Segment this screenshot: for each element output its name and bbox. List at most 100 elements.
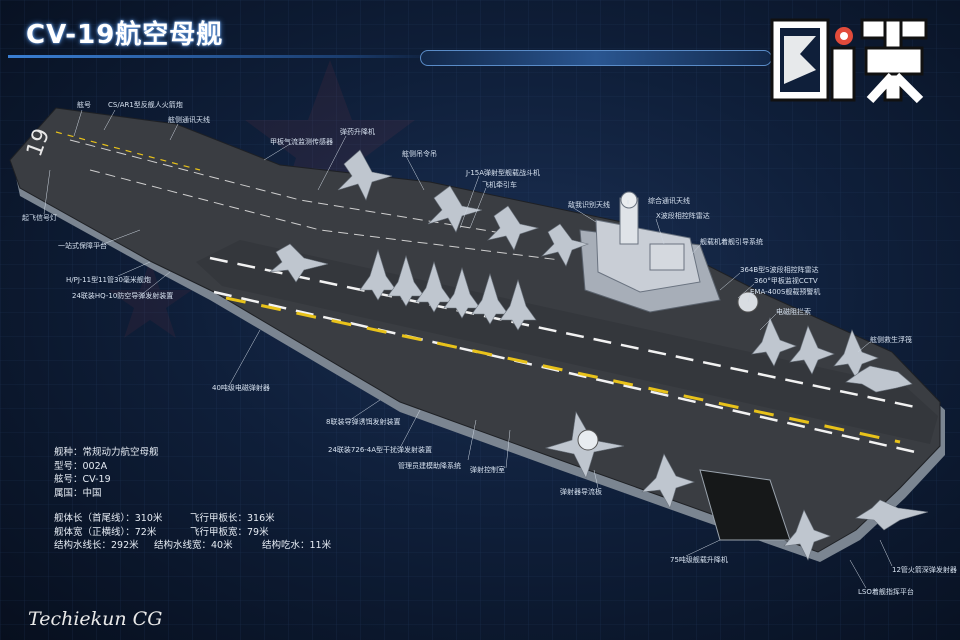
- spec-table: 舰种：常规动力航空母舰 型号：002A 舷号：CV-19 属国：中国 舰体长（首…: [54, 446, 331, 553]
- label-fireman: 弹射器导流板: [560, 488, 602, 496]
- spec-row-waterline: 结构水线长：292米结构水线宽：40米结构吃水：11米: [54, 539, 331, 553]
- aircraft-parked-2: [387, 254, 425, 307]
- aircraft-parked-5: [471, 272, 509, 325]
- runway-edge-left: [209, 256, 921, 410]
- spec-nation-label: 属国：: [54, 487, 83, 499]
- spec-length-label: 舰体长（首尾线）：: [54, 513, 135, 524]
- background-star: [245, 60, 415, 220]
- label-hull-no: 舷号: [77, 101, 91, 109]
- awacs-radome: [577, 429, 599, 451]
- spec-deck-len-value: 316米: [247, 513, 275, 524]
- label-ejector-sys: 管理员建模助降系统: [398, 462, 461, 470]
- aircraft-stern-2: [789, 325, 835, 375]
- label-launcher8: 8联装导弹诱饵发射装置: [326, 418, 401, 426]
- spec-type-label: 舰种：: [54, 447, 83, 458]
- artist-credit: Techiekun CG: [28, 608, 163, 630]
- bow-centerline: [55, 131, 201, 171]
- label-side-crane: 舷侧吊令吊: [402, 150, 437, 158]
- aircraft-j15-5: [269, 243, 329, 283]
- aircraft-stern-4: [845, 365, 913, 393]
- spec-row-length: 舰体长（首尾线）：310米飞行甲板长：316米: [54, 512, 331, 526]
- label-type726: 24联装726-4A型干扰弹发射装置: [328, 446, 433, 454]
- label-guidance: 舰载机着舰引导系统: [700, 238, 763, 246]
- aircraft-aft-3: [855, 499, 929, 531]
- spec-row-width: 舰体宽（正横线）：72米飞行甲板宽：79米: [54, 526, 331, 540]
- runway-centerline: [225, 296, 901, 444]
- spec-nation-value: 中国: [82, 487, 102, 499]
- aircraft-j15-1: [337, 149, 393, 201]
- aircraft-stern-1: [751, 317, 797, 367]
- spec-width-value: 72米: [134, 526, 157, 538]
- label-deflector: 弹射控制室: [470, 466, 505, 474]
- island-radome: [620, 191, 638, 209]
- aircraft-parked-4: [443, 266, 481, 319]
- catapult-line-1: [69, 139, 521, 237]
- aircraft-parked-6: [499, 278, 537, 331]
- aircraft-j15-3: [487, 205, 540, 251]
- spec-hull-value: CV-19: [82, 474, 111, 485]
- spec-wl-wid-label: 结构水线宽：: [154, 540, 212, 551]
- label-liferaft: 舷侧救生浮筏: [870, 336, 912, 344]
- label-iff-antenna: 敌我识别天线: [568, 201, 610, 209]
- label-cctv: 360°甲板监视CCTV: [754, 277, 818, 285]
- spec-wl-len: 结构水线长：292米: [54, 539, 154, 553]
- spec-deck-wid-value: 79米: [247, 526, 269, 538]
- spec-wl-len-value: 292米: [111, 540, 139, 551]
- page-title: CV-19航空母舰: [26, 20, 224, 50]
- label-lso: LSO着舰指挥平台: [858, 588, 914, 596]
- label-type364: 364B型S波段相控阵雷达: [740, 266, 819, 274]
- tujian-logo: [770, 18, 928, 104]
- label-em-catapult: 电磁阻拦索: [776, 308, 811, 316]
- spec-draft-label: 结构吃水：: [262, 540, 310, 551]
- label-deck-sensor: 甲板气流监测传感器: [270, 138, 333, 146]
- spec-length-value: 310米: [134, 513, 163, 524]
- aircraft-j15-2: [427, 185, 483, 233]
- label-cs-ar1: CS/AR1型反舰人火箭炮: [108, 101, 183, 109]
- leader-lines: [43, 109, 893, 589]
- label-x-radar: X波段相控阵雷达: [656, 212, 710, 220]
- label-em-cat40: 40吨级电磁弹射器: [212, 384, 270, 392]
- spec-wl-wid: 结构水线宽：40米: [154, 539, 262, 553]
- spec-hull-label: 舷号：: [54, 474, 83, 485]
- aircraft-parked-3: [415, 260, 453, 313]
- aircraft-group: [269, 149, 929, 561]
- spec-wl-wid-value: 40米: [211, 540, 233, 551]
- spec-length: 舰体长（首尾线）：310米: [54, 512, 190, 526]
- label-tow-tractor: 飞机牵引车: [482, 181, 517, 189]
- label-comms-antenna: 综合通讯天线: [648, 197, 690, 205]
- label-j15a: J-15A弹射型舰载战斗机: [466, 169, 541, 177]
- spec-row-type: 舰种：常规动力航空母舰: [54, 446, 331, 460]
- spec-row-model: 型号：002A: [54, 460, 331, 474]
- spec-type-value: 常规动力航空母舰: [82, 447, 159, 458]
- background-star-small: [108, 260, 192, 338]
- x-band-radar-panel: [649, 243, 685, 271]
- label-ema400: EMA-400S舰载预警机: [750, 288, 821, 296]
- label-elevator75: 75吨级舰载升降机: [670, 556, 728, 564]
- label-side-antenna: 舷侧通讯天线: [168, 116, 210, 124]
- spec-gap: [54, 500, 331, 512]
- title-underline: [8, 55, 438, 58]
- spec-model-value: 002A: [82, 460, 108, 472]
- label-hq10-launcher: 24联装HQ-10防空导弹发射装置: [72, 292, 174, 300]
- aircraft-j15-4: [541, 223, 590, 267]
- label-hq10-radar: H/PJ-11型11管30毫米舰炮: [66, 276, 151, 284]
- label-torpedo12: 12管火箭深弹发射器: [892, 566, 957, 574]
- spec-wl-len-label: 结构水线长：: [54, 540, 112, 551]
- spec-row-nation: 属国：中国: [54, 487, 331, 501]
- aircraft-aft-1: [641, 453, 695, 509]
- spec-row-hull: 舷号：CV-19: [54, 473, 331, 487]
- spec-deck-wid-label: 飞行甲板宽：: [190, 526, 248, 538]
- spec-deck-len-label: 飞行甲板长：: [190, 513, 248, 524]
- runway-edge-right: [213, 290, 916, 454]
- spec-draft-value: 11米: [309, 540, 332, 551]
- label-flight-platform: 一站式保障平台: [58, 242, 107, 250]
- label-landing-light: 起飞信号灯: [22, 214, 57, 222]
- aircraft-parked-1: [359, 248, 397, 301]
- spec-width: 舰体宽（正横线）：72米: [54, 526, 190, 540]
- label-ejector-seat: 弹药升降机: [340, 128, 375, 136]
- spec-model-label: 型号：: [54, 460, 83, 472]
- spec-width-label: 舰体宽（正横线）：: [54, 526, 135, 538]
- aircraft-aft-2: [783, 509, 831, 561]
